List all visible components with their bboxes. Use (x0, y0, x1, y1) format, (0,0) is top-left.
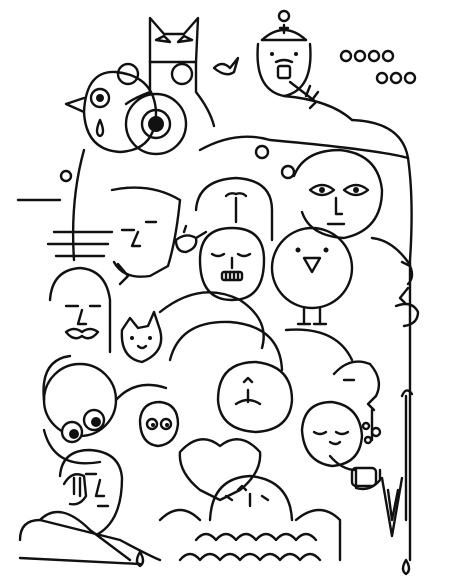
person-icon (50, 268, 110, 352)
wave-lines (180, 554, 320, 560)
pipe-icon (330, 456, 380, 489)
bubble-icon (282, 166, 294, 178)
face-icon (200, 228, 264, 300)
owl-icon (66, 64, 192, 154)
outer-contour-line (352, 120, 408, 158)
claw-shape (382, 478, 402, 536)
person-icon (334, 362, 412, 520)
bubble-icon (363, 423, 380, 443)
outer-contour-line (296, 510, 340, 560)
wave-lines (18, 200, 112, 256)
drop-shape (403, 560, 409, 574)
outer-contour-line (73, 150, 84, 260)
face-icon (140, 402, 178, 446)
wave-lines (196, 534, 316, 540)
drop-shape (137, 552, 143, 566)
person-icon (258, 11, 352, 120)
bubble-icon (61, 171, 71, 181)
bird-icon (176, 226, 206, 252)
cat-icon (122, 312, 161, 362)
outer-contour-line (286, 330, 352, 360)
person-icon (294, 150, 382, 238)
outer-contour-line (200, 137, 412, 560)
outer-contour-line (170, 322, 282, 370)
outer-contour-line (20, 520, 160, 560)
face-icon (112, 188, 180, 284)
person-icon (60, 450, 122, 534)
outer-contour-line (20, 558, 140, 564)
face-icon (44, 410, 104, 463)
bubble-icon (341, 51, 415, 83)
heart-shape (180, 439, 260, 500)
bubble-icon (256, 146, 268, 158)
face-icon (218, 362, 292, 432)
owl-icon (196, 178, 272, 240)
hand-icon (64, 474, 86, 504)
face-icon (372, 238, 412, 304)
arrow-icon (290, 82, 318, 108)
hand-icon (396, 304, 418, 326)
cat-icon (150, 18, 214, 126)
outer-contour-line (126, 92, 150, 104)
outer-contour-line (40, 512, 130, 560)
face-icon (210, 476, 292, 520)
outer-contour-line (160, 510, 200, 520)
outer-contour-line (160, 292, 264, 348)
face-icon (302, 402, 362, 466)
owl-icon (272, 228, 352, 324)
bird-icon (214, 58, 238, 74)
